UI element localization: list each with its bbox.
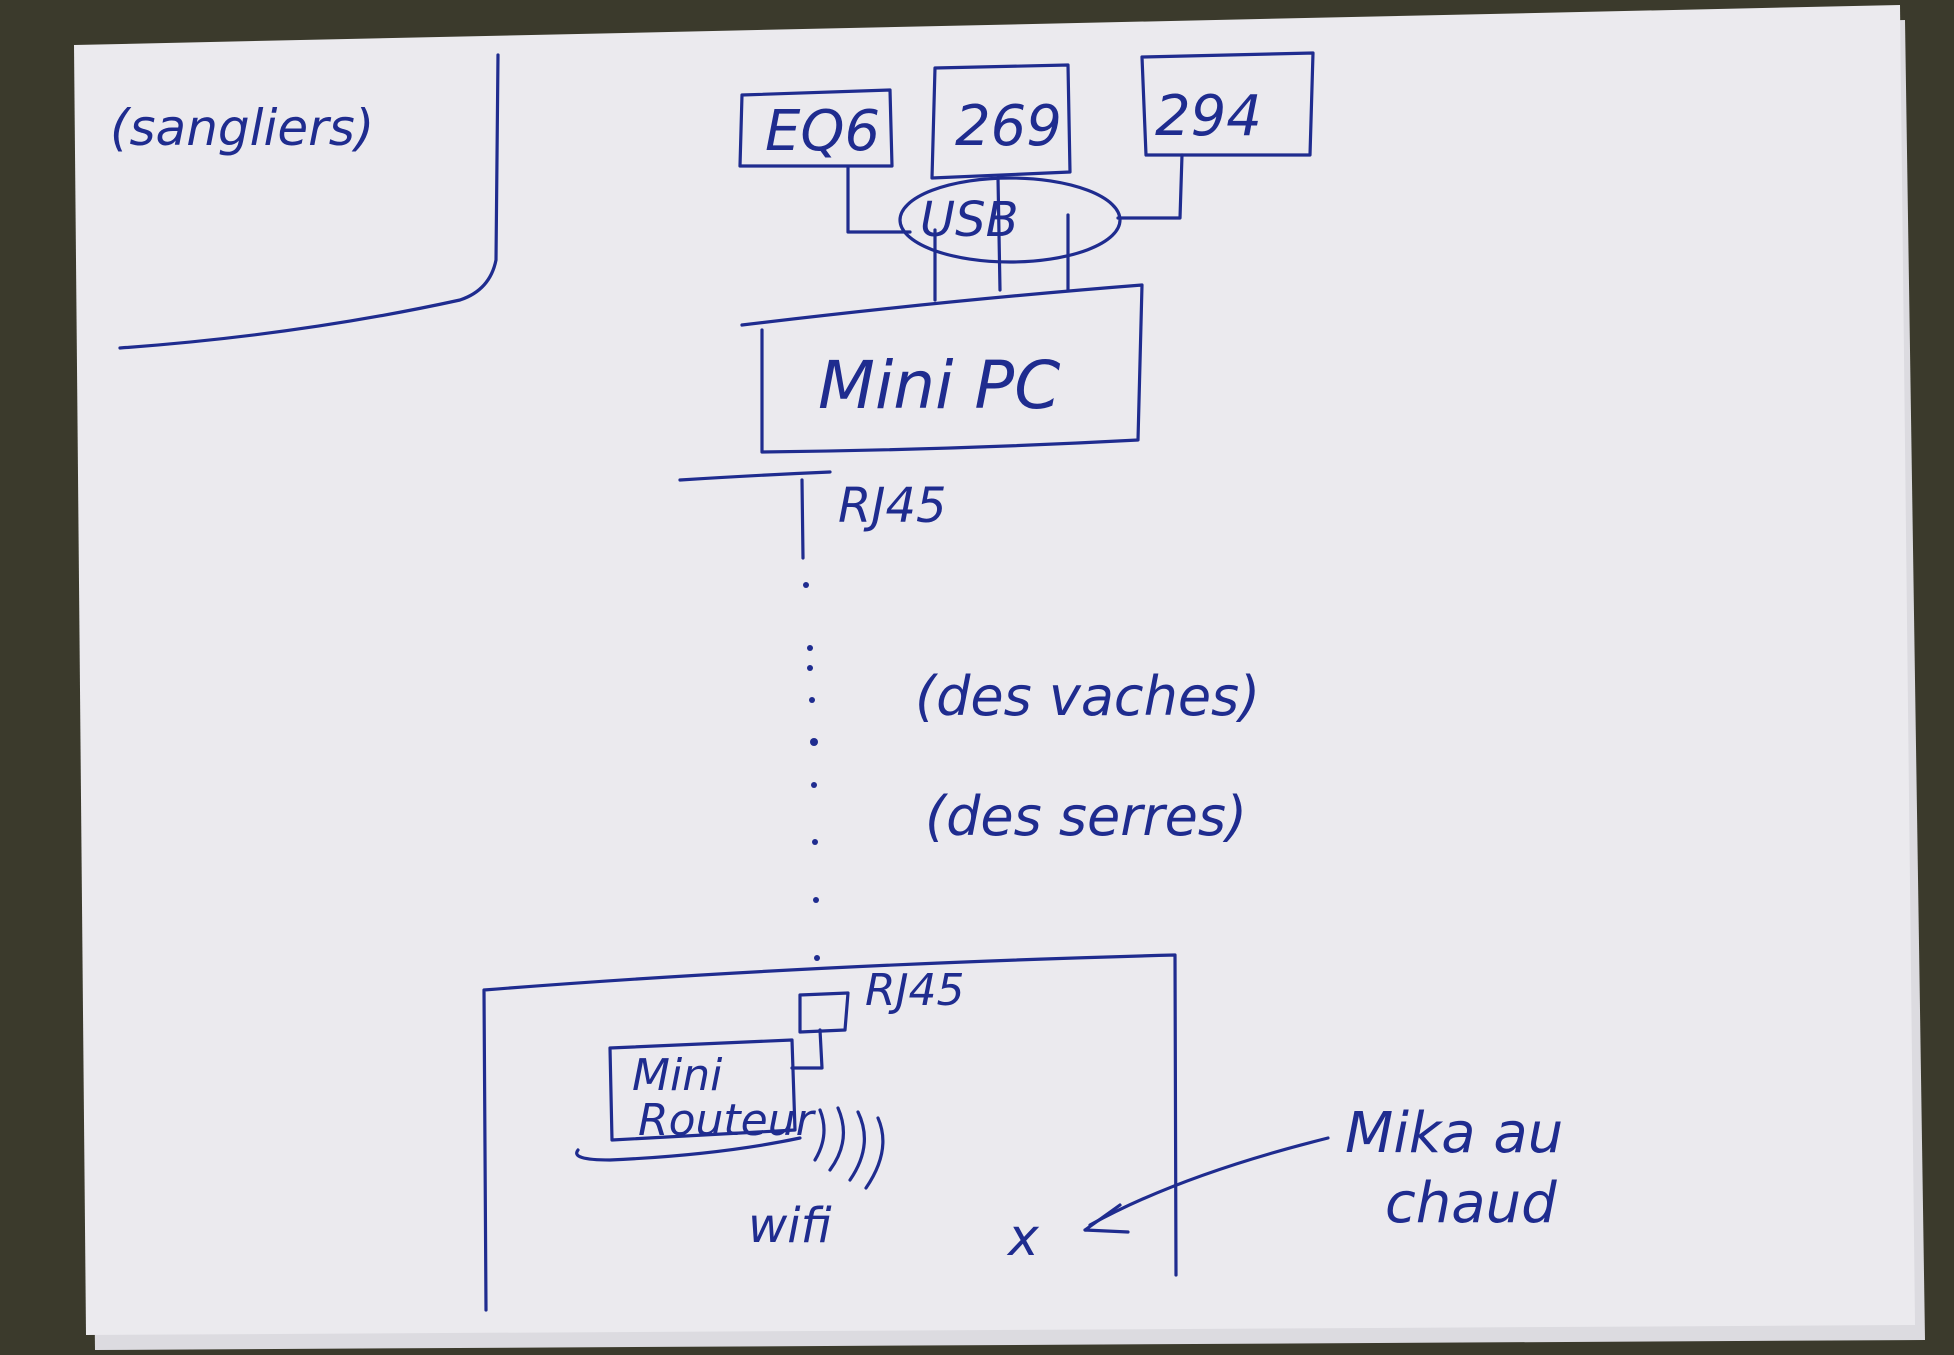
label-des-serres: (des serres) [925,785,1247,848]
label-269: 269 [955,94,1062,159]
mini-router: Mini Routeur [575,1038,817,1162]
label-mika-2: chaud [1385,1171,1557,1236]
label-mika-1: Mika au [1345,1101,1563,1166]
arrow-to-mika [1083,1136,1330,1234]
boar-enclosure-line [118,53,500,350]
device-294: 294 [1140,51,1315,157]
usb-hub: USB [846,153,1184,302]
paper-sheet [74,5,1915,1335]
wifi-waves-icon [813,1106,885,1190]
label-294: 294 [1155,84,1262,149]
rj45-port: RJ45 [790,965,965,1070]
label-des-vaches: (des vaches) [915,665,1260,728]
label-eq6: EQ6 [765,99,880,164]
label-usb: USB [920,192,1019,248]
building-enclosure [482,953,1178,1312]
mini-pc: Mini PC [678,283,1144,482]
label-sangliers: (sangliers) [110,99,374,157]
label-mini-router-1: Mini [632,1050,723,1101]
cable-rj45 [800,478,820,961]
label-rj45-top: RJ45 [838,478,947,534]
device-eq6: EQ6 [738,88,894,168]
label-rj45-bottom: RJ45 [865,965,965,1016]
label-mini-router-2: Routeur [638,1095,817,1146]
label-mini-pc: Mini PC [818,347,1060,424]
label-mika-marker: x [1006,1208,1040,1268]
device-269: 269 [930,63,1072,180]
label-wifi: wifi [748,1198,832,1254]
